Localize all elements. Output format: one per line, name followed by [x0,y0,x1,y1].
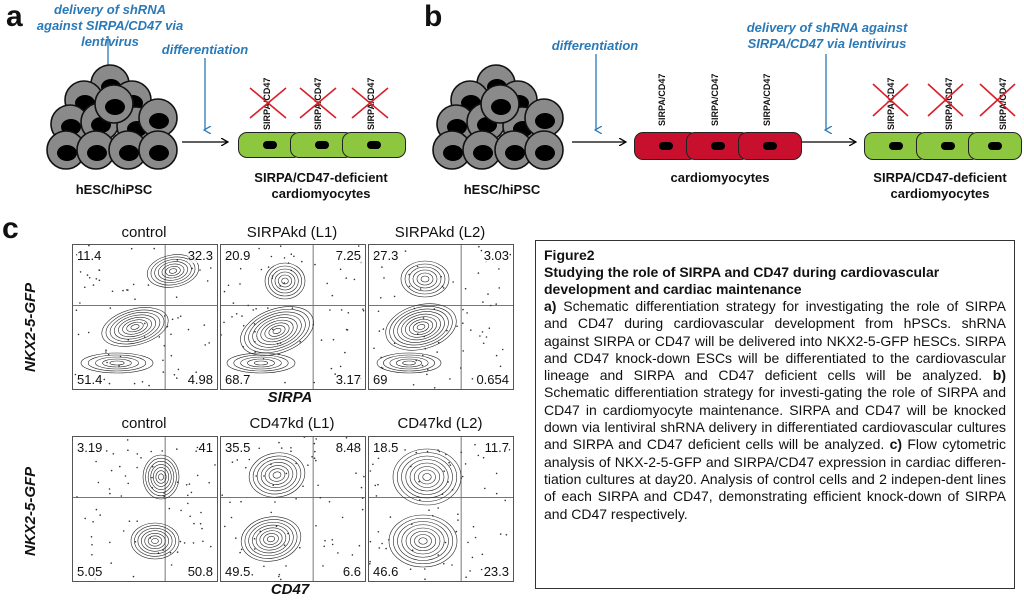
quadrant-value-ur: 32.3 [187,248,213,263]
panel-b-red-cell-3 [738,132,802,160]
nucleus-icon [315,141,329,149]
quadrant-value-lr: 0.654 [476,372,509,387]
nucleus-icon [263,141,277,149]
flow-plot: 20.9 7.25 68.7 3.17 [220,244,366,390]
plot-title: CD47kd (L1) [249,415,335,432]
panel-a-graphics [46,36,520,170]
caption-figure-number: Figure2 [544,247,595,263]
quadrant-value-ul: 11.4 [77,248,102,263]
caption-a-label: a) [544,298,557,314]
quadrant-value-ll: 51.4 [77,372,103,387]
flow-plot: 3.19 41 5.05 50.8 [72,436,218,582]
quadrant-value-ul: 35.5 [225,440,251,455]
flow-plot: 27.3 3.03 69 0.654 [368,244,514,390]
panel-b-graphics [432,54,1024,170]
plot-title: SIRPAkd (L1) [246,224,338,241]
caption-c-text: Flow cytometric analysis of NKX-2-5-GFP … [544,436,1006,522]
plot-title: SIRPAkd (L2) [394,224,486,241]
quadrant-value-ul: 27.3 [373,248,399,263]
caption-b-label: b) [992,367,1007,384]
quadrant-value-ll: 46.6 [373,564,399,579]
panel-letter-a: a [6,0,23,33]
quadrant-value-ur: 3.03 [483,248,509,263]
nucleus-icon [763,142,777,150]
contour-plot [73,245,217,389]
nucleus-icon [711,142,725,150]
panel-a-stem-cell-cluster [46,64,178,170]
quadrant-value-lr: 23.3 [483,564,509,579]
quadrant-value-ur: 7.25 [335,248,361,263]
quadrant-value-ul: 18.5 [373,440,399,455]
nucleus-icon [988,142,1002,150]
panel-b-stem-label: hESC/hiPSC [463,182,541,197]
panel-b-knockdown-crosses [872,83,1016,117]
quadrant-value-ur: 41 [198,440,213,455]
panel-letter-c: c [2,212,19,245]
nucleus-icon [367,141,381,149]
x-axis-label-bottom: CD47 [270,581,310,598]
x-axis-label-top: SIRPA [267,389,313,406]
contour-plot [221,245,365,389]
quadrant-value-ll: 69 [373,372,388,387]
contour-plot [369,245,513,389]
plot-title: control [121,415,167,432]
quadrant-value-ul: 3.19 [77,440,103,455]
contour-plot [369,437,513,581]
quadrant-value-lr: 3.17 [335,372,361,387]
y-axis-label-top: NKX2-5-GFP [22,282,39,372]
panel-b-result-label: SIRPA/CD47-deficient cardiomyocytes [873,170,1007,201]
panel-b-delivery-label: delivery of shRNA against SIRPA/CD47 via… [746,20,908,51]
caption-b-text: Schematic differentiation strategy for i… [544,384,1006,453]
quadrant-value-ll: 49.5 [225,564,251,579]
panel-a-result-label: SIRPA/CD47-deficient cardiomyocytes [254,170,388,201]
nucleus-icon [941,142,955,150]
flow-plot: 35.5 8.48 49.5 6.6 [220,436,366,582]
panel-a-knockdown-crosses [249,87,389,119]
panel-a-stem-label: hESC/hiPSC [75,182,153,197]
quadrant-value-ur: 11.7 [484,440,509,455]
flow-plot: 11.4 32.3 51.4 4.98 [72,244,218,390]
quadrant-value-ur: 8.48 [335,440,361,455]
quadrant-value-ll: 68.7 [225,372,251,387]
figure-caption: Figure2 Studying the role of SIRPA and C… [535,240,1015,589]
flow-plot: 18.5 11.7 46.6 23.3 [368,436,514,582]
quadrant-value-lr: 6.6 [342,564,361,579]
panel-a-cell-3 [342,132,406,158]
contour-plot [73,437,217,581]
y-axis-label-bottom: NKX2-5-GFP [22,466,39,556]
caption-title: Studying the role of SIRPA and CD47 duri… [544,264,940,297]
panel-b-differentiation-label: differentiation [551,38,639,53]
panel-a-differentiation-label: differentiation [161,42,249,57]
quadrant-value-lr: 4.98 [187,372,213,387]
nucleus-icon [659,142,673,150]
contour-plot [221,437,365,581]
panel-b-stem-cell-cluster [432,64,564,170]
panel-b-mid-label: cardiomyocytes [670,170,770,185]
quadrant-value-ul: 20.9 [225,248,251,263]
quadrant-value-ll: 5.05 [77,564,103,579]
plot-title: CD47kd (L2) [397,415,483,432]
nucleus-icon [889,142,903,150]
quadrant-value-lr: 50.8 [187,564,213,579]
panel-letter-b: b [424,0,443,33]
panel-b-green-cell-3 [968,132,1022,160]
caption-a-text: Schematic differentiation strategy for i… [544,298,1006,384]
panel-a-delivery-label: delivery of shRNA against SIRPA/CD47 via… [36,2,184,49]
plot-title: control [121,224,167,241]
caption-body: a) Schematic differentiation strategy fo… [544,298,1006,523]
caption-c-label: c) [889,436,903,453]
